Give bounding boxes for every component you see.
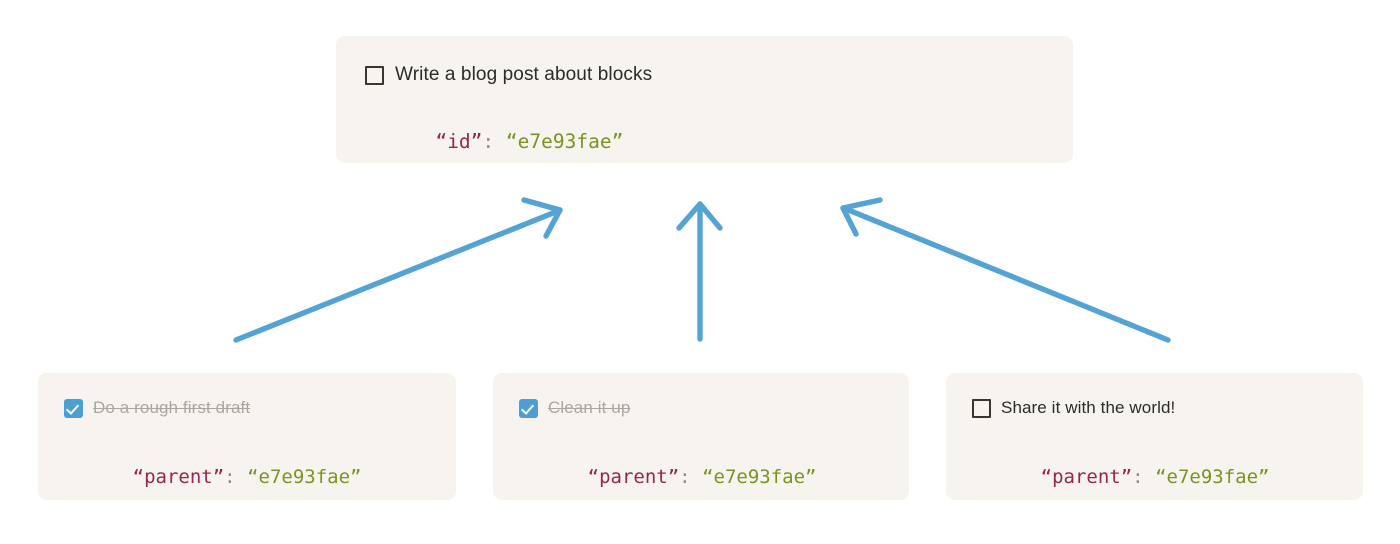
json-value: “e7e93fae” bbox=[247, 466, 362, 488]
child-2-task-line: Clean it up bbox=[519, 395, 909, 421]
json-key: “parent” bbox=[587, 466, 680, 488]
parent-json-line: “id”: “e7e93fae” bbox=[365, 103, 1073, 181]
child-card-1[interactable]: Do a rough first draft “parent”: “e7e93f… bbox=[38, 373, 456, 500]
json-key: “parent” bbox=[1040, 466, 1133, 488]
json-colon: : bbox=[224, 466, 236, 488]
json-colon: : bbox=[679, 466, 691, 488]
child-3-task-label: Share it with the world! bbox=[1001, 398, 1176, 417]
child-card-2[interactable]: Clean it up “parent”: “e7e93fae” bbox=[493, 373, 909, 500]
arrow-child-3-to-parent bbox=[840, 197, 1171, 343]
checkbox-empty-icon[interactable] bbox=[972, 398, 991, 418]
checkbox-empty-icon[interactable] bbox=[365, 65, 384, 85]
json-value: “e7e93fae” bbox=[1155, 466, 1270, 488]
json-colon: : bbox=[482, 130, 495, 153]
json-key: “id” bbox=[435, 130, 483, 153]
arrow-child-2-to-parent bbox=[676, 201, 723, 342]
parent-task-line: Write a blog post about blocks bbox=[365, 62, 1073, 88]
json-colon: : bbox=[1132, 466, 1144, 488]
child-3-task-line: Share it with the world! bbox=[972, 395, 1363, 421]
arrow-child-1-to-parent bbox=[233, 197, 563, 343]
child-1-task-label: Do a rough first draft bbox=[93, 398, 251, 417]
checkbox-checked-icon[interactable] bbox=[519, 398, 538, 418]
child-card-3[interactable]: Share it with the world! “parent”: “e7e9… bbox=[946, 373, 1363, 500]
parent-task-label: Write a blog post about blocks bbox=[395, 64, 653, 85]
json-value: “e7e93fae” bbox=[505, 130, 624, 153]
child-1-task-line: Do a rough first draft bbox=[64, 395, 456, 421]
checkbox-checked-icon[interactable] bbox=[64, 398, 83, 418]
parent-card[interactable]: Write a blog post about blocks “id”: “e7… bbox=[336, 36, 1073, 163]
child-1-json-line: “parent”: “e7e93fae” bbox=[64, 438, 456, 516]
child-3-json-line: “parent”: “e7e93fae” bbox=[972, 438, 1363, 516]
child-2-json-line: “parent”: “e7e93fae” bbox=[519, 438, 909, 516]
json-value: “e7e93fae” bbox=[702, 466, 817, 488]
child-2-task-label: Clean it up bbox=[548, 398, 631, 417]
json-key: “parent” bbox=[132, 466, 225, 488]
